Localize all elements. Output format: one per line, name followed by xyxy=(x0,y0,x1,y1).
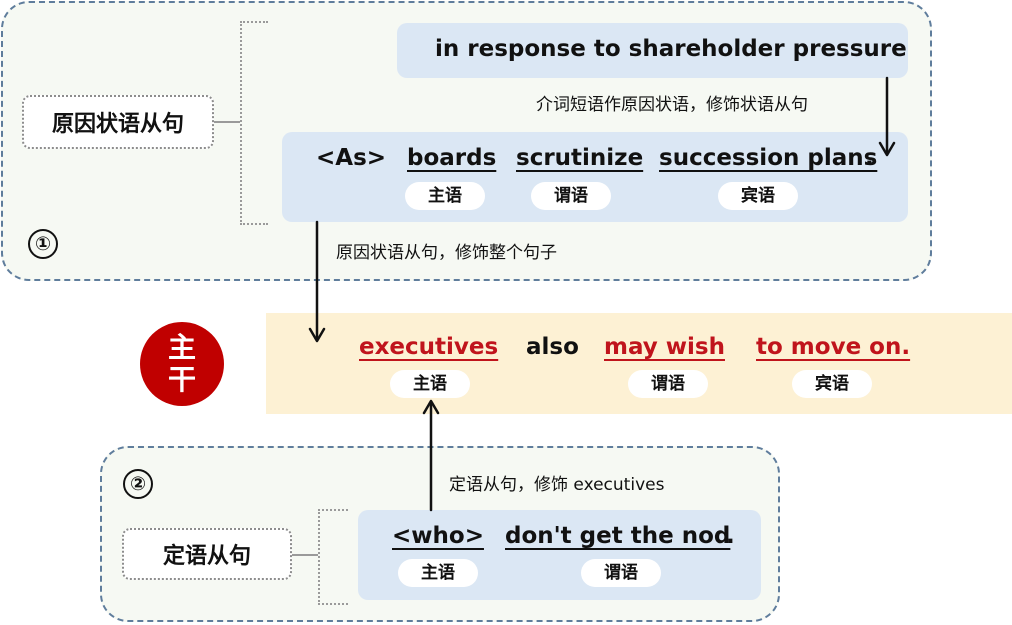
relative-period: . xyxy=(726,523,735,549)
role-verb-pill: 谓语 xyxy=(531,182,611,210)
group2-number: ② xyxy=(123,469,153,499)
main-badge-char-1: 主 xyxy=(167,331,196,364)
group1-number: ① xyxy=(28,229,58,259)
clause-object-succession-plans: succession plans xyxy=(659,145,878,171)
relative-role-verb-pill: 谓语 xyxy=(581,559,661,587)
clause-verb-scrutinize: scrutinize xyxy=(516,145,644,171)
main-verb-may-wish: may wish xyxy=(604,334,725,360)
as-conjunction: <As> xyxy=(316,145,387,171)
adverbial-clause-note: 原因状语从句，修饰整个句子 xyxy=(336,243,557,263)
role-object-pill: 宾语 xyxy=(718,182,798,210)
main-badge-char-2: 干 xyxy=(167,363,196,396)
prepositional-phrase-text: in response to shareholder pressure xyxy=(435,36,907,62)
clause-subject-boards: boards xyxy=(407,145,497,171)
main-role-subject-pill: 主语 xyxy=(390,370,470,398)
arrow-head-clause xyxy=(308,327,326,343)
clause-period: . xyxy=(865,145,874,171)
relative-verb-dont-get-the-nod: don't get the nod xyxy=(505,523,731,549)
group1-bracket xyxy=(240,21,268,225)
role-subject-pill: 主语 xyxy=(405,182,485,210)
main-object-to-move-on: to move on. xyxy=(756,334,911,360)
relative-role-subject-pill: 主语 xyxy=(398,559,478,587)
relative-pronoun-who: <who> xyxy=(392,523,484,549)
prepositional-phrase-box xyxy=(397,23,908,78)
relative-clause-note: 定语从句，修饰 executives xyxy=(449,475,665,495)
main-role-verb-pill: 谓语 xyxy=(628,370,708,398)
arrow-head-phrase xyxy=(878,141,896,157)
group2-connector-left xyxy=(292,554,318,556)
main-adverb-also: also xyxy=(526,334,579,360)
prepositional-phrase-note: 介词短语作原因状语，修饰状语从句 xyxy=(536,95,808,115)
main-role-object-pill: 宾语 xyxy=(792,370,872,398)
relative-clause-label: 定语从句 xyxy=(122,528,292,580)
main-clause-badge: 主 干 xyxy=(140,322,224,406)
adverbial-clause-label: 原因状语从句 xyxy=(22,95,214,149)
group2-bracket xyxy=(318,509,348,605)
group1-connector-left xyxy=(214,121,240,123)
arrow-head-relative xyxy=(422,399,440,415)
main-subject-executives: executives xyxy=(359,334,499,360)
